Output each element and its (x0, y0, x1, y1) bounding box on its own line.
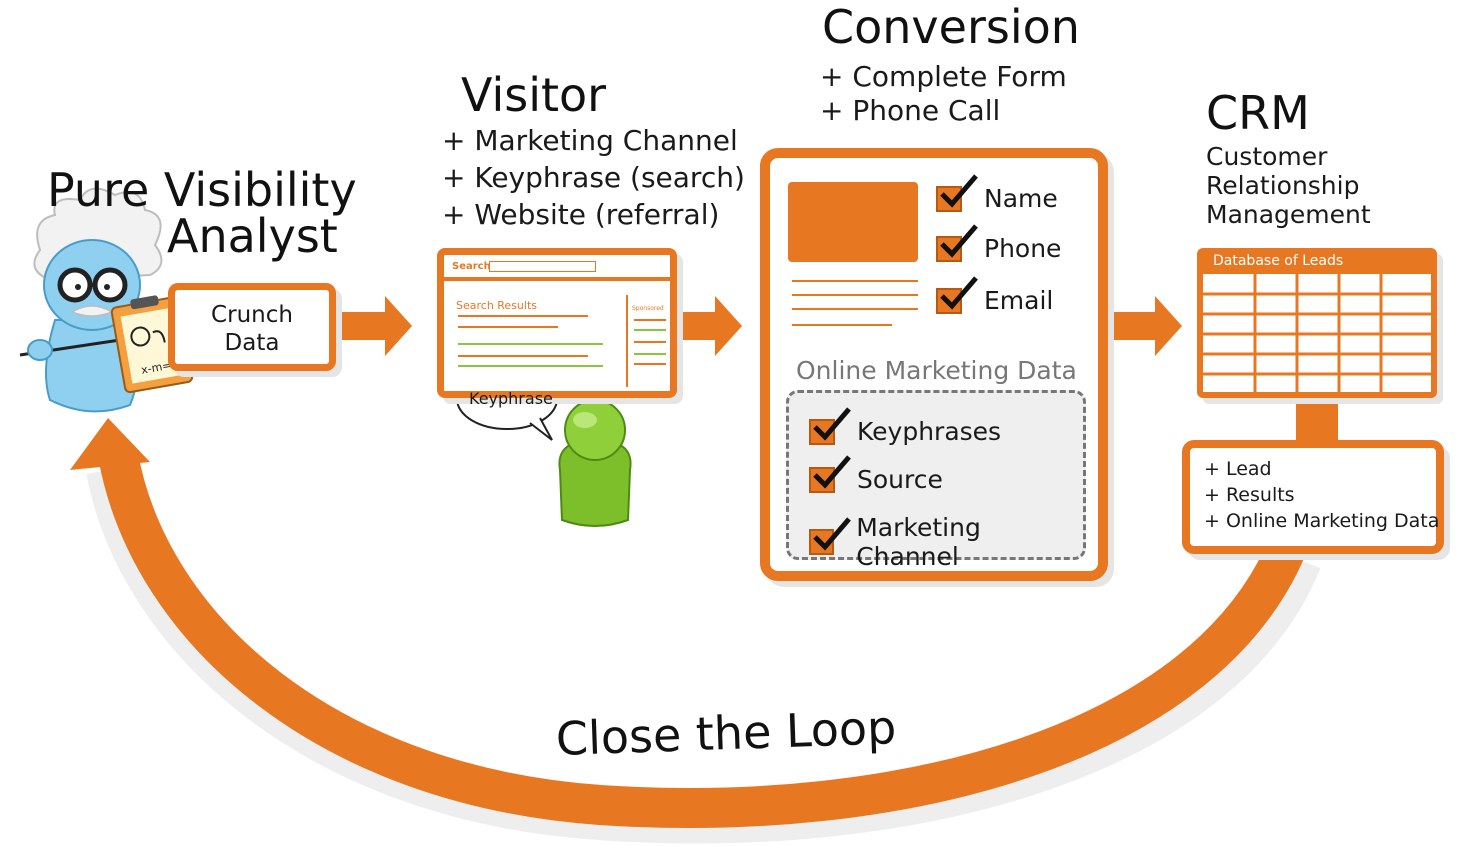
loop-arrowhead (70, 418, 150, 470)
analyst-title-line1: Pure Visibility (47, 163, 357, 217)
result-line (458, 355, 588, 357)
search-label: Search (452, 261, 491, 272)
conversion-form: Name Phone Email Online Marketing Data K… (760, 148, 1108, 581)
sponsored-line (634, 329, 666, 331)
data-row-marketing-channel: Marketing Channel (809, 513, 1083, 571)
arrow-head-2 (715, 296, 742, 356)
visitor-bullet-3: + Website (referral) (442, 198, 720, 231)
crunch-data-box: Crunch Data (168, 283, 336, 371)
database-label: Database of Leads (1213, 253, 1344, 269)
visitor-bullet-2: + Keyphrase (search) (442, 161, 745, 194)
arrow-shaft-2 (672, 312, 720, 340)
checkbox-checked-icon (809, 406, 851, 445)
field-label: Email (984, 286, 1054, 315)
crm-subtitle-1: Customer (1206, 142, 1328, 171)
online-marketing-data-heading: Online Marketing Data (796, 356, 1077, 385)
crunch-line2: Data (224, 330, 280, 356)
sponsored-line (634, 341, 666, 343)
search-results-label: Search Results (456, 299, 538, 312)
field-label: Name (984, 184, 1058, 213)
checkbox-checked-icon (809, 454, 851, 493)
marketing-data-group: Keyphrases Source Marketing Channel (786, 390, 1086, 571)
database-of-leads: Database of Leads (1197, 248, 1437, 398)
keyphrase-bubble-text: Keyphrase (469, 389, 553, 408)
search-divider (444, 277, 670, 281)
form-image-placeholder (788, 182, 918, 262)
crunch-line1: Crunch (211, 302, 293, 328)
checkbox-checked-icon (936, 275, 978, 314)
arrow-shaft-1 (330, 312, 390, 340)
crm-item-online-marketing-data: + Online Marketing Data (1204, 510, 1440, 532)
result-line (458, 365, 603, 367)
arrow-shaft-3 (1100, 312, 1160, 340)
checkbox-checked-icon (936, 173, 978, 212)
search-input (489, 261, 596, 272)
search-results-window: Search Search Results Sponsored (437, 248, 677, 398)
crm-lead-box: + Lead + Results + Online Marketing Data (1182, 440, 1444, 554)
checkbox-checked-icon (936, 223, 978, 262)
analyst-title-line2: Analyst (167, 209, 338, 263)
data-item-label: Marketing Channel (856, 513, 981, 571)
checkbox-checked-icon (809, 517, 851, 555)
crm-subtitle-2: Relationship (1206, 171, 1360, 200)
database-grid (1203, 274, 1431, 392)
crm-item-results: + Results (1204, 484, 1295, 506)
form-text-line (792, 308, 918, 310)
loop-arrow-shadow (86, 465, 1321, 844)
form-text-line (792, 280, 918, 282)
data-item-label: Source (857, 465, 943, 494)
form-text-line (792, 294, 918, 296)
visitor-person (558, 399, 632, 527)
field-row-phone: Phone (936, 223, 1062, 263)
crm-subtitle-3: Management (1206, 200, 1371, 229)
sponsored-line (634, 363, 666, 365)
data-row-keyphrases: Keyphrases (809, 406, 1002, 446)
data-row-source: Source (809, 454, 943, 494)
field-label: Phone (984, 234, 1062, 263)
result-line (458, 343, 603, 345)
conversion-bullet-2: + Phone Call (820, 94, 1001, 127)
loop-arrow (98, 451, 1309, 828)
visitor-bullet-1: + Marketing Channel (442, 124, 738, 157)
arrow-head-3 (1155, 296, 1182, 356)
sponsored-line (634, 353, 666, 355)
data-item-label: Keyphrases (857, 417, 1002, 446)
arrow-head-1 (385, 296, 412, 356)
crm-item-lead: + Lead (1204, 458, 1272, 480)
conversion-title: Conversion (822, 0, 1080, 54)
visitor-title: Visitor (461, 68, 607, 122)
result-line (458, 315, 588, 317)
form-text-line (792, 324, 892, 326)
sponsored-divider (626, 295, 628, 387)
crm-title: CRM (1206, 86, 1310, 140)
field-row-email: Email (936, 275, 1054, 315)
result-line (458, 326, 558, 328)
conversion-bullet-1: + Complete Form (820, 60, 1067, 93)
sponsored-line (634, 319, 666, 321)
field-row-name: Name (936, 173, 1058, 213)
sponsored-label: Sponsored (632, 305, 664, 312)
